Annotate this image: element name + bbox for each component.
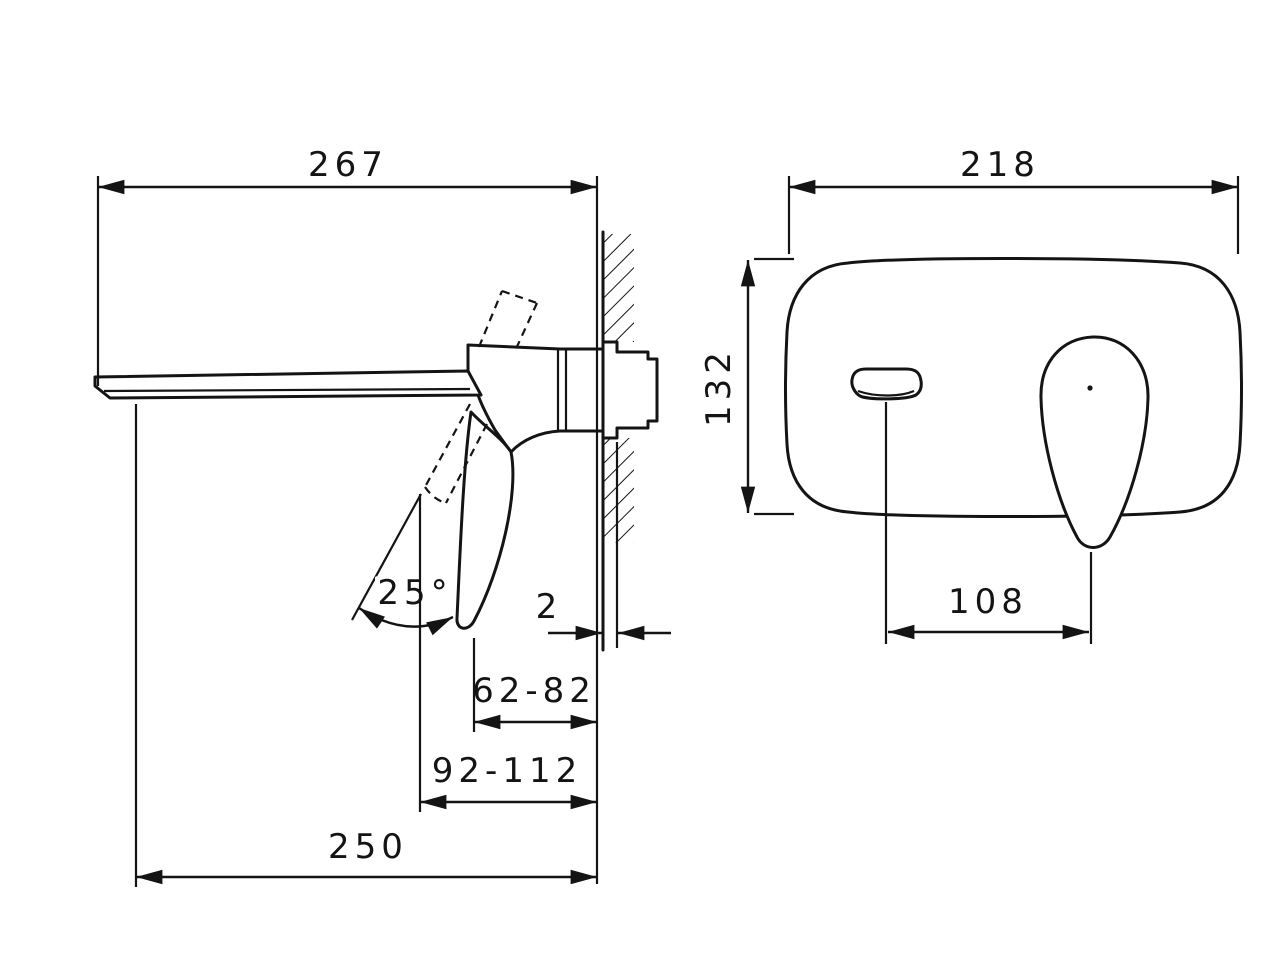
dim-label-spout-to-handle: 108 bbox=[948, 582, 1028, 622]
wall-hatch-lower bbox=[604, 438, 634, 543]
concealed-body bbox=[601, 340, 659, 440]
dim-label-spout-length: 267 bbox=[308, 145, 388, 185]
dim-label-plate-thickness: 2 bbox=[536, 587, 563, 627]
wall-hatch bbox=[601, 230, 634, 652]
handle-pin-dot bbox=[1087, 385, 1093, 391]
spout-opening bbox=[850, 367, 923, 401]
dim-depth-inner: 62-82 bbox=[472, 638, 597, 732]
dim-label-projection: 250 bbox=[328, 827, 408, 867]
handle-swung-position-dashed bbox=[424, 403, 488, 505]
spout-opening-lip bbox=[857, 389, 915, 397]
dim-spout-to-handle: 108 bbox=[888, 582, 1089, 640]
dim-label-depth-outer: 92-112 bbox=[432, 751, 582, 791]
dim-plate-thickness: 2 bbox=[536, 442, 671, 648]
dim-plate-width: 218 bbox=[787, 145, 1240, 254]
dim-label-handle-angle: 25° bbox=[377, 573, 452, 613]
dim-label-plate-height: 132 bbox=[699, 347, 739, 427]
dim-handle-angle: 25° bbox=[351, 493, 454, 636]
dim-label-depth-inner: 62-82 bbox=[472, 671, 596, 711]
angle-arc bbox=[358, 607, 454, 636]
spout-underside-line bbox=[103, 387, 471, 393]
dim-spout-length: 267 bbox=[96, 145, 599, 884]
handle-side bbox=[455, 410, 515, 630]
dim-projection: 250 bbox=[134, 404, 597, 887]
handle-raised-position-dashed bbox=[477, 289, 538, 352]
dim-plate-height: 132 bbox=[699, 257, 794, 516]
dim-label-plate-width: 218 bbox=[960, 145, 1040, 185]
wall-hatch-upper bbox=[604, 234, 634, 342]
spout bbox=[93, 369, 483, 400]
dim-depth-outer: 92-112 bbox=[418, 494, 597, 812]
handle-front bbox=[1039, 335, 1150, 549]
angle-leg bbox=[351, 493, 422, 621]
side-view: 25° 267 2 62-82 92-112 bbox=[93, 145, 671, 887]
front-view: 218 132 108 bbox=[699, 145, 1243, 644]
